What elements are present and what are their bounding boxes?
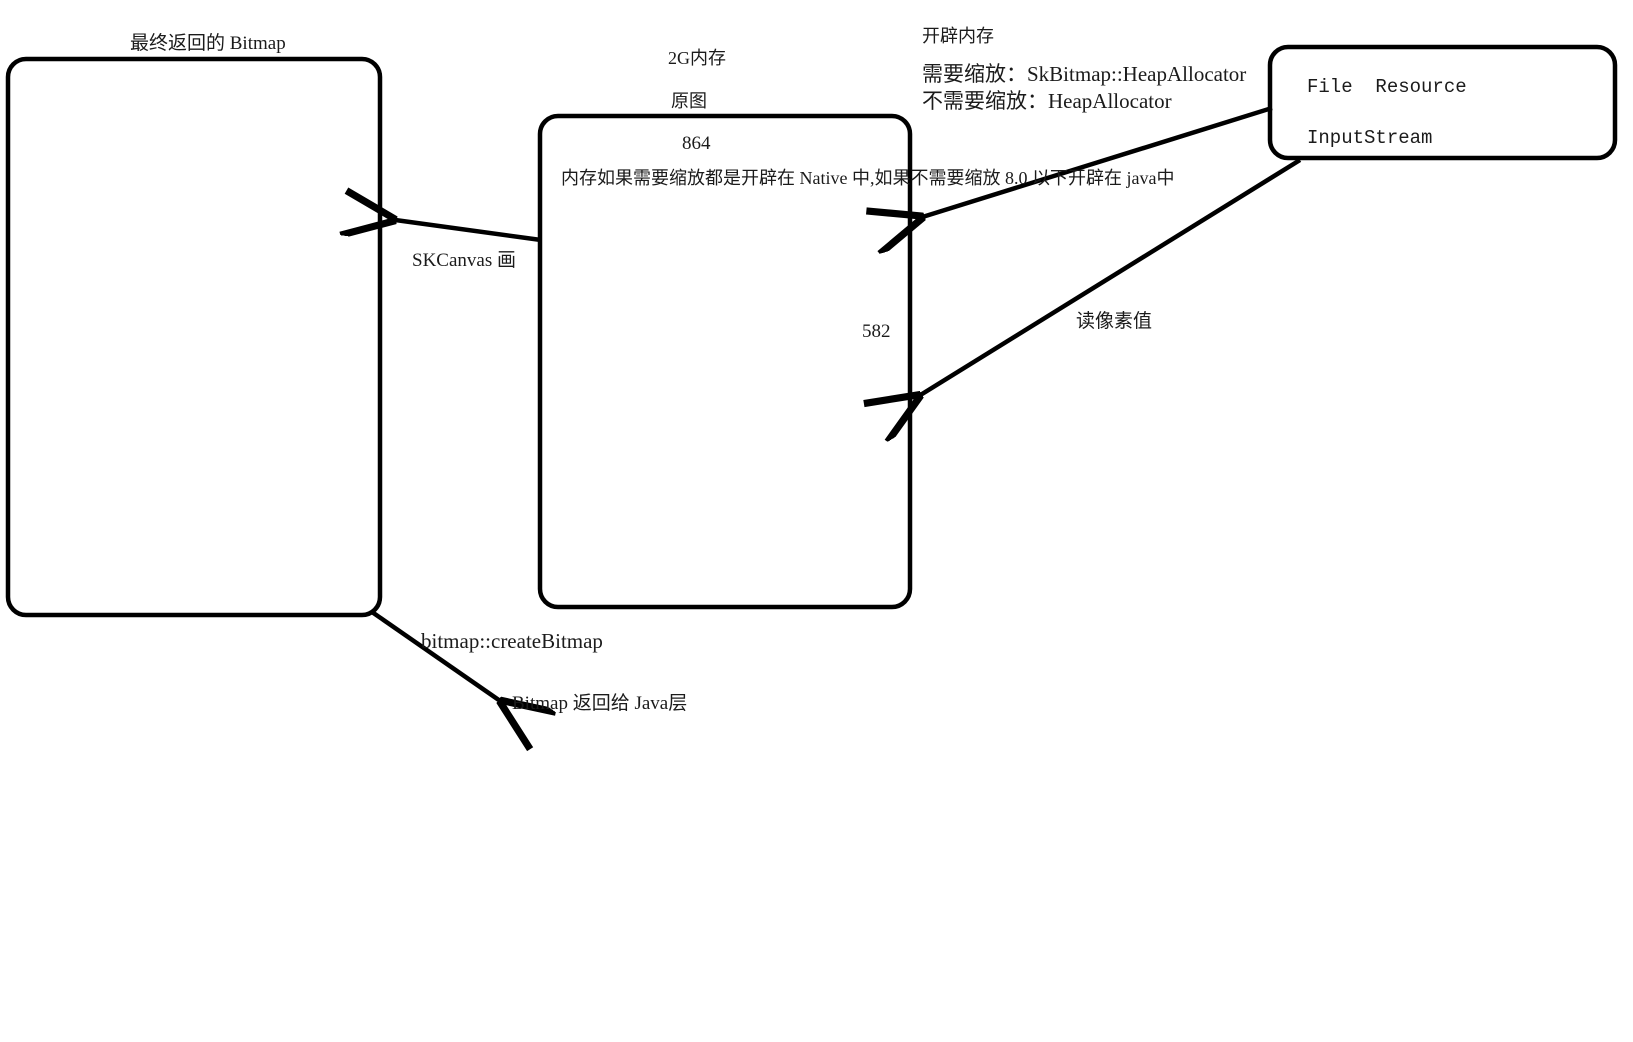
alloc-no-scale-text: 不需要缩放：HeapAllocator — [922, 89, 1172, 113]
alloc-memory-caption: 开辟内存 — [922, 26, 994, 46]
edge-label-return-to-java: Bitmap 返回给 Java层 — [512, 693, 688, 714]
final-bitmap-box — [5, 56, 383, 618]
arrow-create-bitmap — [370, 610, 506, 705]
source-box-line-2: InputStream — [1307, 127, 1433, 149]
edge-label-read-pixel-value: 读像素值 — [1076, 311, 1153, 332]
memory-2g-caption: 2G内存 — [668, 48, 726, 68]
arrow-skcanvas-draw — [388, 219, 542, 243]
alloc-need-scale-text: 需要缩放：SkBitmap::HeapAllocator — [922, 62, 1247, 86]
arrow-read-pixels — [914, 158, 1302, 399]
edge-label-create-bitmap: bitmap::createBitmap — [421, 629, 603, 653]
original-image-height-label: 582 — [862, 321, 891, 342]
edge-label-skcanvas-draw: SKCanvas 画 — [412, 250, 516, 271]
original-image-note-text: 内存如果需要缩放都是开辟在 Native 中,如果不需要缩放 8.0 以下开辟在… — [561, 168, 1175, 188]
original-image-width-label: 864 — [682, 133, 711, 154]
arrow-alloc-to-image — [916, 105, 1273, 219]
source-box-line-1: File Resource — [1307, 76, 1467, 98]
final-bitmap-caption: 最终返回的 Bitmap — [130, 33, 286, 54]
original-image-caption: 原图 — [671, 91, 707, 111]
